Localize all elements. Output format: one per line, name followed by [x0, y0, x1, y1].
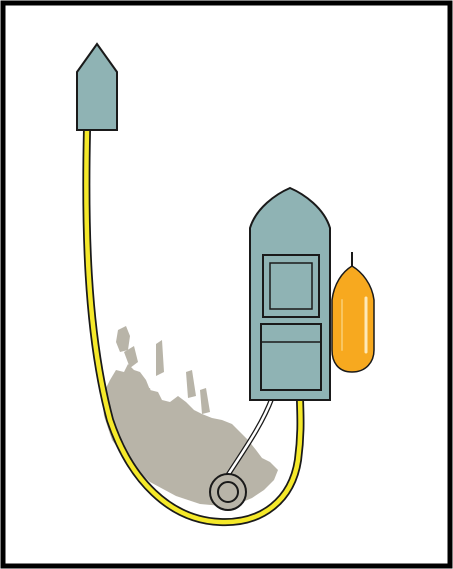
ring-anchor-icon: [209, 473, 247, 511]
seabed-debris-icon: [102, 326, 278, 506]
small-boat-icon: [76, 42, 118, 131]
tether-line: [223, 395, 275, 481]
large-boat-icon: [249, 186, 331, 401]
deck-panel: [260, 323, 322, 391]
buoy-icon: [331, 252, 375, 373]
rope-line-icon: [82, 126, 305, 527]
